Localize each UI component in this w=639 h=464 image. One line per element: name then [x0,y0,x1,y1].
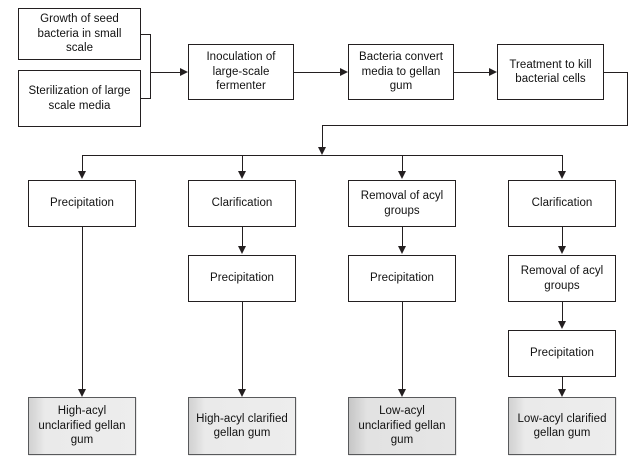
connector-merge-vertical [150,34,152,99]
arrowhead-branch4-step2 [558,246,566,254]
arrowhead-col4 [558,171,566,179]
arrowhead-col3 [398,171,406,179]
node-product-high-acyl-clarified-label: High-acyl clarified gellan gum [196,412,288,440]
node-treatment-kill-bacteria-label: Treatment to kill bacterial cells [509,58,592,86]
arrowhead-branch3-product [398,389,406,397]
node-branch3-precipitation: Precipitation [348,255,456,302]
node-sterilization-media: Sterilization of large scale media [18,70,141,127]
node-branch3-precipitation-label: Precipitation [370,272,434,285]
node-product-low-acyl-clarified: Low-acyl clarified gellan gum [508,397,616,455]
arrowhead-branch2-product [238,389,246,397]
node-branch3-removal-acyl: Removal of acyl groups [348,180,456,227]
arrowhead-to-treatment [489,67,497,76]
connector-branch2-step1-to-step2 [242,227,244,247]
node-branch1-precipitation: Precipitation [28,180,136,227]
node-branch4-clarification-label: Clarification [531,197,593,210]
connector-branch3-to-product [402,302,404,391]
connector-sterilization-to-merge [141,98,151,100]
node-branch4-precipitation: Precipitation [508,330,616,377]
bus-drop-col3 [402,155,404,173]
node-branch4-removal-acyl: Removal of acyl groups [508,255,616,302]
node-branch2-clarification: Clarification [188,180,296,227]
arrowhead-col1 [78,171,86,179]
arrowhead-branch2-step2 [238,246,246,254]
connector-feedback-left [322,124,628,126]
node-inoculation-fermenter-label: Inoculation of large-scale fermenter [206,51,276,93]
node-product-high-acyl-clarified: High-acyl clarified gellan gum [188,397,296,455]
connector-branch3-step1-to-step2 [402,227,404,247]
connector-growth-to-merge [141,34,151,36]
arrowhead-to-convert [340,67,348,76]
node-product-low-acyl-clarified-label: Low-acyl clarified gellan gum [517,412,607,440]
connector-branch1-to-product [82,227,84,391]
node-branch4-clarification: Clarification [508,180,616,227]
connector-branch4-to-product [562,377,564,391]
node-branch2-precipitation: Precipitation [188,255,296,302]
connector-inoculation-to-convert [294,71,340,73]
arrowhead-branch1-product [78,389,86,397]
node-product-low-acyl-unclarified-label: Low-acyl unclarified gellan gum [358,405,446,447]
connector-branch2-to-product [242,302,244,391]
node-bacteria-convert-media-label: Bacteria convert media to gellan gum [359,51,443,93]
node-bacteria-convert-media: Bacteria convert media to gellan gum [348,44,454,100]
node-growth-seed-bacteria-label: Growth of seed bacteria in small scale [37,13,122,55]
connector-convert-to-treatment [454,71,489,73]
node-growth-seed-bacteria: Growth of seed bacteria in small scale [18,8,141,60]
bus-drop-col4 [562,155,564,173]
node-inoculation-fermenter: Inoculation of large-scale fermenter [188,44,294,100]
arrowhead-branch3-step2 [398,246,406,254]
arrowhead-to-inoculation [180,67,188,76]
node-product-low-acyl-unclarified: Low-acyl unclarified gellan gum [348,397,456,455]
node-product-high-acyl-unclarified: High-acyl unclarified gellan gum [28,397,136,455]
connector-branch4-step1-to-step2 [562,227,564,247]
node-branch1-precipitation-label: Precipitation [50,197,114,210]
node-product-high-acyl-unclarified-label: High-acyl unclarified gellan gum [38,405,126,447]
distribution-bus [82,155,563,157]
arrowhead-branch4-product [558,389,566,397]
node-branch4-removal-acyl-label: Removal of acyl groups [520,265,604,292]
connector-treatment-down [627,71,629,126]
node-treatment-kill-bacteria: Treatment to kill bacterial cells [497,44,604,100]
connector-feedback-down-to-bus [322,124,324,149]
arrowhead-feedback-to-bus [318,147,326,155]
node-branch3-removal-acyl-label: Removal of acyl groups [360,190,444,217]
connector-merge-to-inoculation [150,71,181,73]
node-sterilization-media-label: Sterilization of large scale media [28,85,131,112]
node-branch2-clarification-label: Clarification [211,197,273,210]
arrowhead-branch4-step3 [558,321,566,329]
node-branch4-precipitation-label: Precipitation [530,347,594,360]
node-branch2-precipitation-label: Precipitation [210,272,274,285]
arrowhead-col2 [238,171,246,179]
connector-branch4-step2-to-step3 [562,302,564,322]
bus-drop-col2 [242,155,244,173]
connector-treatment-right [604,71,628,73]
bus-drop-col1 [82,155,84,173]
